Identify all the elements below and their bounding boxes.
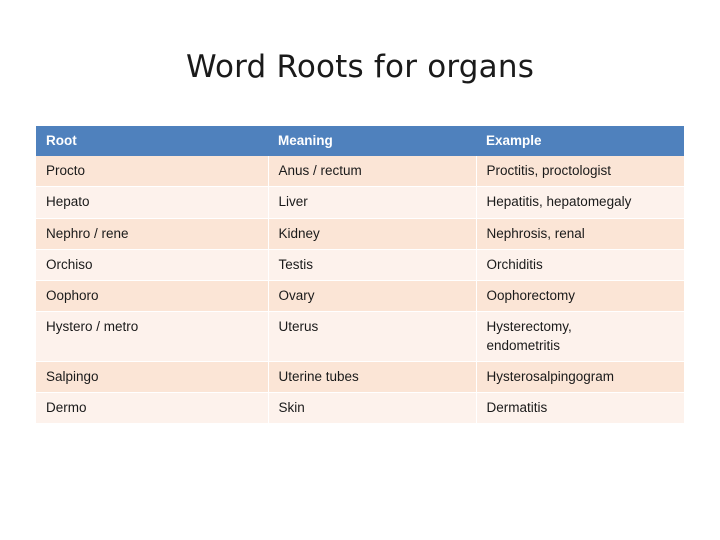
cell-root: Hystero / metro: [36, 311, 268, 362]
cell-meaning: Kidney: [267, 218, 476, 250]
cell-meaning: Ovary: [267, 280, 476, 313]
column-header-meaning: Meaning: [268, 126, 476, 157]
cell-example: Nephrosis, renal: [475, 218, 684, 250]
cell-example: Proctitis, proctologist: [475, 156, 684, 188]
cell-meaning: Anus / rectum: [267, 156, 476, 188]
cell-example-line-2: endometritis: [486, 337, 561, 353]
cell-meaning: Uterus: [267, 311, 476, 362]
table-row: Salpingo Uterine tubes Hysterosalpingogr…: [36, 361, 684, 393]
word-roots-table-container: Root Meaning Example Procto Anus / rectu…: [36, 126, 684, 425]
cell-example-line-1: Hysterectomy,: [486, 319, 572, 335]
cell-meaning: Liver: [267, 186, 476, 219]
cell-example: Oophorectomy: [475, 280, 684, 313]
cell-example: Hysterectomy, endometritis: [475, 311, 684, 362]
cell-example: Dermatitis: [475, 392, 684, 425]
table-header: Root Meaning Example: [36, 126, 684, 157]
cell-example: Hysterosalpingogram: [475, 361, 684, 393]
cell-meaning: Skin: [267, 392, 476, 425]
table-row: Orchiso Testis Orchiditis: [36, 249, 684, 282]
cell-root: Nephro / rene: [36, 218, 268, 250]
column-header-example: Example: [476, 126, 684, 157]
word-roots-table: Root Meaning Example Procto Anus / rectu…: [36, 126, 684, 425]
column-header-root: Root: [36, 126, 268, 157]
cell-root: Dermo: [36, 392, 268, 425]
cell-meaning: Uterine tubes: [267, 361, 476, 393]
table-row: Dermo Skin Dermatitis: [36, 392, 684, 425]
table-row: Oophoro Ovary Oophorectomy: [36, 280, 684, 313]
table-header-row: Root Meaning Example: [36, 126, 684, 157]
table-row: Hepato Liver Hepatitis, hepatomegaly: [36, 186, 684, 219]
table-row: Hystero / metro Uterus Hysterectomy, end…: [36, 311, 684, 362]
cell-root: Hepato: [36, 186, 268, 219]
cell-meaning: Testis: [267, 249, 476, 282]
table-row: Procto Anus / rectum Proctitis, proctolo…: [36, 156, 684, 188]
cell-example: Hepatitis, hepatomegaly: [475, 186, 684, 219]
cell-root: Salpingo: [36, 361, 268, 393]
cell-root: Procto: [36, 156, 268, 188]
table-body: Procto Anus / rectum Proctitis, proctolo…: [36, 156, 684, 425]
table-row: Nephro / rene Kidney Nephrosis, renal: [36, 218, 684, 250]
page-title: Word Roots for organs: [185, 49, 535, 85]
cell-root: Orchiso: [36, 249, 268, 282]
cell-root: Oophoro: [36, 280, 268, 313]
cell-example: Orchiditis: [475, 249, 684, 282]
